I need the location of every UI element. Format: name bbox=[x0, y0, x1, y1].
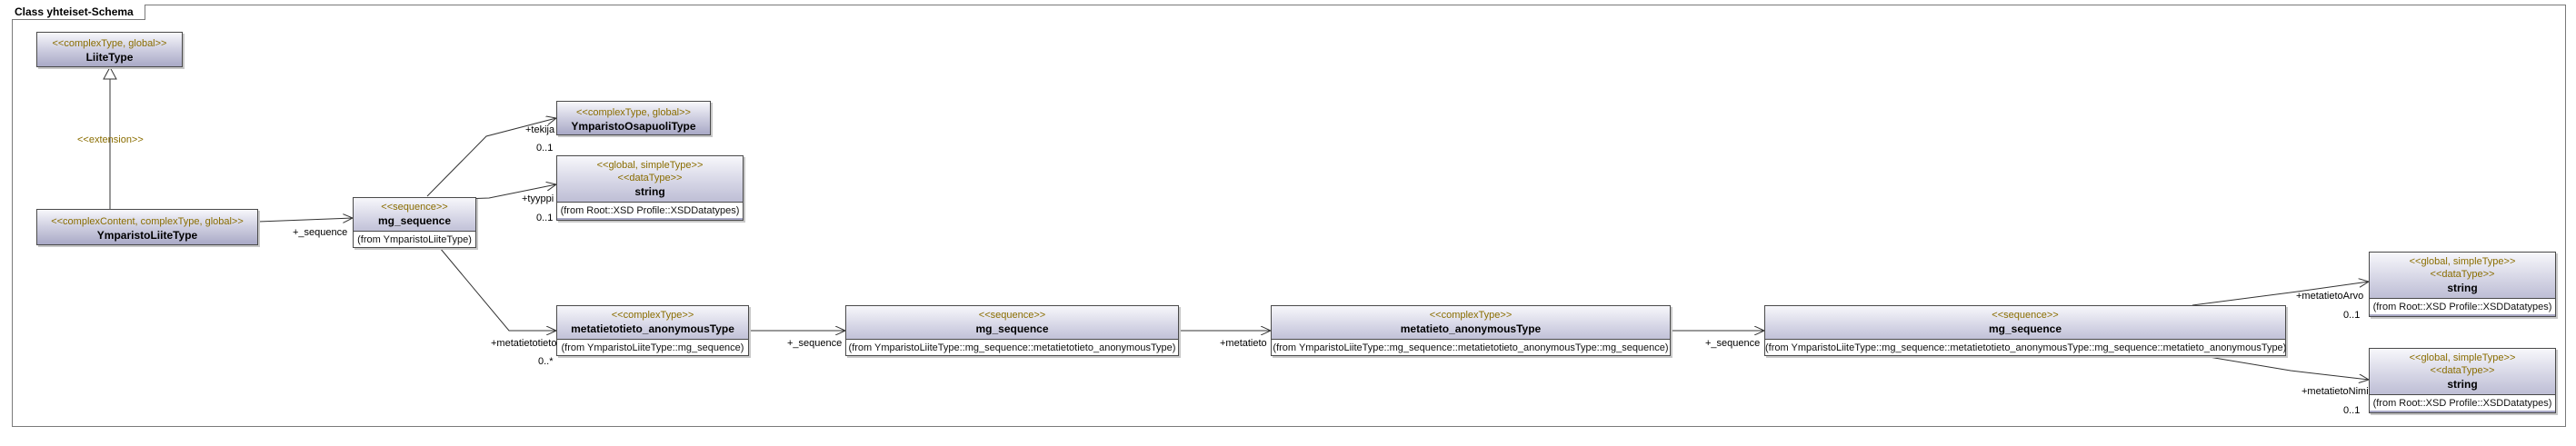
class-origin: (from Root::XSD Profile::XSDDatatypes) bbox=[2370, 394, 2555, 411]
association-nimi bbox=[2192, 353, 2369, 380]
class-stereotype: <<complexType, global>> bbox=[576, 106, 691, 118]
role-label-metatietotieto: +metatietotieto bbox=[491, 338, 557, 349]
association-metatietotieto bbox=[439, 247, 556, 331]
class-origin: (from YmparistoLiiteType::mg_sequence::m… bbox=[1765, 339, 2286, 355]
role-label-sequence-2: +_sequence bbox=[787, 338, 843, 349]
class-name: string bbox=[2447, 378, 2478, 391]
class-stereotype: <<global, simpleType>> bbox=[2409, 256, 2516, 267]
class-mg-sequence-2[interactable]: <<sequence>> mg_sequence (from Ymparisto… bbox=[845, 305, 1179, 356]
class-stereotype: <<complexType>> bbox=[611, 310, 694, 321]
class-string-2[interactable]: <<global, simpleType>> <<dataType>> stri… bbox=[2369, 252, 2556, 317]
class-stereotype-datatype: <<dataType>> bbox=[2430, 365, 2495, 376]
class-name: mg_sequence bbox=[377, 214, 452, 227]
class-origin: (from YmparistoLiiteType) bbox=[354, 231, 475, 247]
extension-label: <<extension>> bbox=[77, 134, 144, 145]
association-seq1 bbox=[257, 218, 353, 222]
multiplicity-metatietotieto: 0..* bbox=[538, 356, 554, 367]
class-origin: (from Root::XSD Profile::XSDDatatypes) bbox=[2370, 298, 2555, 314]
class-stereotype: <<sequence>> bbox=[978, 310, 1046, 321]
class-name: LiiteType bbox=[85, 51, 134, 64]
class-string-1[interactable]: <<global, simpleType>> <<dataType>> stri… bbox=[556, 155, 744, 221]
class-stereotype: <<complexType, global>> bbox=[52, 38, 167, 49]
class-origin: (from Root::XSD Profile::XSDDatatypes) bbox=[557, 202, 743, 218]
role-label-sequence-3: +_sequence bbox=[1705, 338, 1761, 349]
class-ymparistoosapuolitype[interactable]: <<complexType, global>> YmparistoOsapuol… bbox=[556, 101, 711, 135]
class-string-3[interactable]: <<global, simpleType>> <<dataType>> stri… bbox=[2369, 348, 2556, 413]
class-name: mg_sequence bbox=[1988, 322, 2062, 335]
class-stereotype: <<sequence>> bbox=[1992, 310, 2059, 321]
multiplicity-metatietonimi: 0..1 bbox=[2343, 405, 2361, 416]
role-label-tekija: +tekija bbox=[525, 124, 555, 135]
multiplicity-tyyppi: 0..1 bbox=[536, 213, 554, 223]
generalization-arrowhead bbox=[103, 65, 117, 80]
role-label-tyyppi: +tyyppi bbox=[522, 193, 554, 204]
class-stereotype: <<global, simpleType>> bbox=[596, 160, 704, 171]
class-stereotype-datatype: <<dataType>> bbox=[617, 173, 683, 183]
role-label-metatietonimi: +metatietoNimi bbox=[2301, 386, 2369, 397]
class-stereotype: <<complexContent, complexType, global>> bbox=[51, 215, 244, 227]
role-label-metatietoarvo: +metatietoArvo bbox=[2296, 291, 2364, 302]
class-name: string bbox=[634, 185, 665, 198]
diagram-title: Class yhteiset-Schema bbox=[12, 5, 145, 20]
class-metatietotieto-anonymoustype[interactable]: <<complexType>> metatietotieto_anonymous… bbox=[556, 305, 749, 356]
role-label-sequence-1: +_sequence bbox=[293, 227, 348, 238]
class-ymparistoliitetype[interactable]: <<complexContent, complexType, global>> … bbox=[36, 209, 258, 245]
role-label-metatieto: +metatieto bbox=[1220, 338, 1267, 349]
class-name: YmparistoLiiteType bbox=[96, 228, 198, 242]
class-mg-sequence-1[interactable]: <<sequence>> mg_sequence (from Ymparisto… bbox=[353, 197, 476, 248]
class-origin: (from YmparistoLiiteType::mg_sequence::m… bbox=[846, 339, 1178, 355]
class-liitetype[interactable]: <<complexType, global>> LiiteType bbox=[36, 32, 183, 67]
association-arvo bbox=[2192, 282, 2369, 306]
class-name: string bbox=[2447, 282, 2478, 294]
class-name: metatietotieto_anonymousType bbox=[571, 322, 734, 335]
class-stereotype: <<global, simpleType>> bbox=[2409, 352, 2516, 363]
multiplicity-metatietoarvo: 0..1 bbox=[2343, 310, 2361, 321]
class-name: metatieto_anonymousType bbox=[1400, 322, 1542, 335]
class-stereotype: <<complexType>> bbox=[1429, 310, 1513, 321]
diagram-frame bbox=[12, 5, 2566, 427]
class-stereotype-datatype: <<dataType>> bbox=[2430, 269, 2495, 280]
class-name: YmparistoOsapuoliType bbox=[571, 119, 696, 133]
class-stereotype: <<sequence>> bbox=[381, 202, 448, 213]
class-mg-sequence-3[interactable]: <<sequence>> mg_sequence (from Ymparisto… bbox=[1764, 305, 2286, 356]
class-origin: (from YmparistoLiiteType::mg_sequence) bbox=[557, 339, 748, 355]
class-name: mg_sequence bbox=[975, 322, 1049, 335]
class-origin: (from YmparistoLiiteType::mg_sequence::m… bbox=[1272, 339, 1670, 355]
class-metatieto-anonymoustype[interactable]: <<complexType>> metatieto_anonymousType … bbox=[1271, 305, 1671, 356]
association-tekija bbox=[426, 118, 556, 197]
multiplicity-tekija: 0..1 bbox=[536, 143, 554, 154]
